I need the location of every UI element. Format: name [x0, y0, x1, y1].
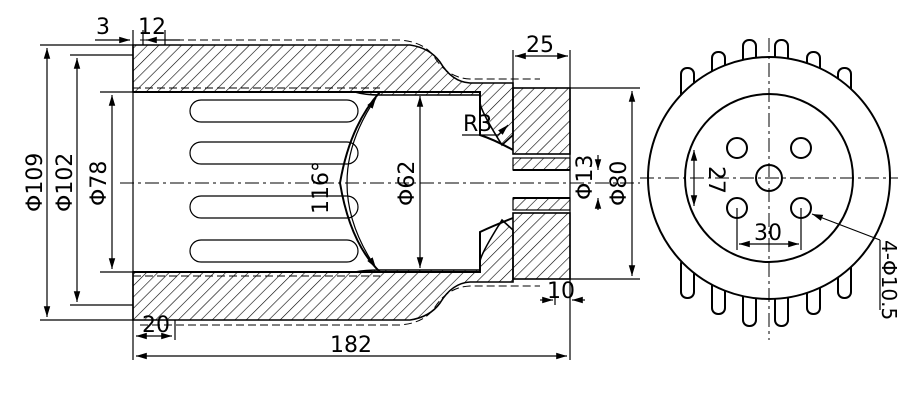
bolt-hole-2: [790, 137, 812, 159]
hub-upper-hatch: [512, 87, 571, 155]
end-view: 27 30 4-Φ10.5: [640, 38, 901, 340]
hub-lower-hatch: [512, 212, 571, 280]
dim-r3: R3: [463, 112, 492, 137]
dim-20: 20: [142, 313, 170, 338]
wall-top-hatch: [132, 44, 514, 147]
dim-62: Φ62: [395, 161, 420, 206]
dim-109: Φ109: [23, 153, 48, 212]
dim-3: 3: [96, 15, 110, 40]
dim-116: 116°: [309, 161, 334, 214]
section-view: Φ109 Φ102 Φ78 116° Φ62 Φ13 Φ80 R3 3 12 2…: [23, 15, 640, 360]
fin-slot-4: [189, 239, 359, 263]
dim-12: 12: [138, 15, 166, 40]
hub-bore-hatch-2: [512, 197, 571, 211]
dim-30: 30: [754, 221, 782, 246]
dim-27: 27: [703, 166, 728, 194]
wall-bottom-hatch: [132, 218, 514, 321]
inner-cavity: [133, 91, 383, 273]
dim-13: Φ13: [573, 155, 598, 200]
fin-slot-3: [189, 195, 359, 219]
bolt-hole-1: [726, 137, 748, 159]
fin-slot-1: [189, 99, 359, 123]
hub-bore-hatch-1: [512, 157, 571, 171]
dim-4-holes: 4-Φ10.5: [877, 240, 901, 320]
dim-80: Φ80: [607, 161, 632, 206]
dim-10: 10: [547, 279, 575, 304]
dim-78: Φ78: [87, 161, 112, 206]
dim-182: 182: [330, 333, 372, 358]
dim-25: 25: [526, 33, 554, 58]
dim-102: Φ102: [53, 153, 78, 212]
fin-slot-2: [189, 141, 359, 165]
